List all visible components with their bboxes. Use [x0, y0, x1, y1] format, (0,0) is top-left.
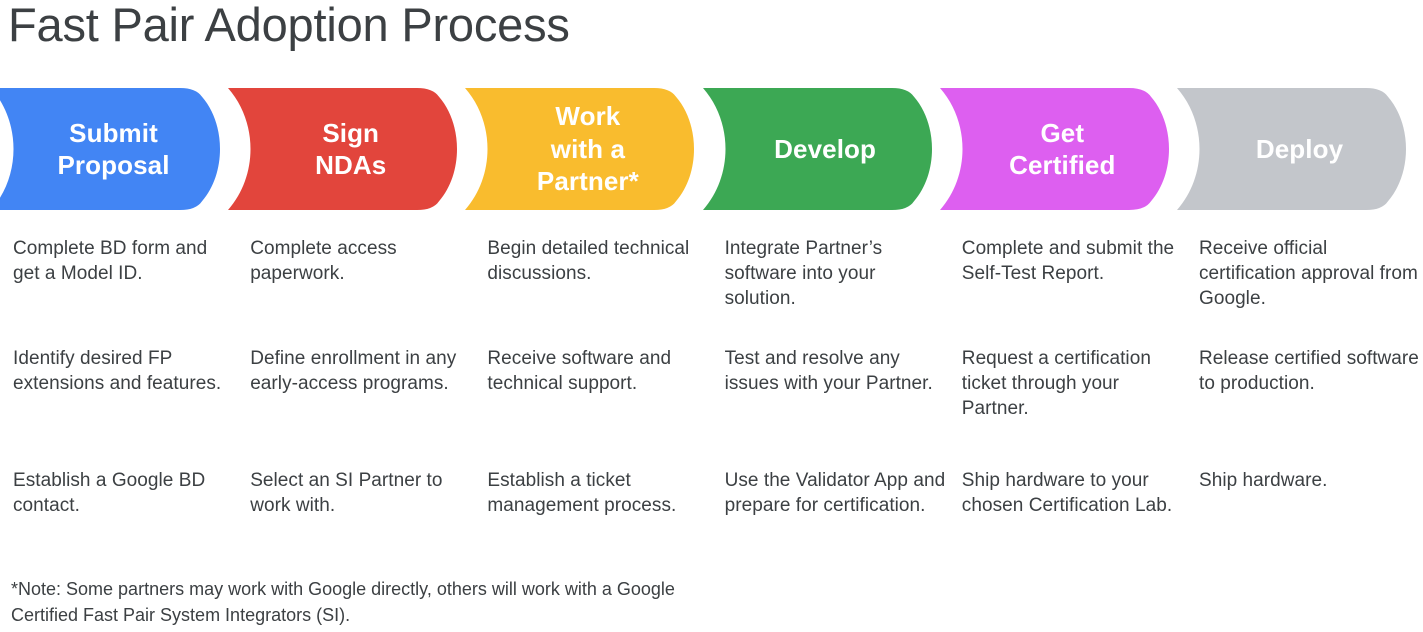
- stage-bullet: Define enrollment in any early-access pr…: [250, 348, 457, 394]
- stage-bullet: Begin detailed technical discussions.: [487, 238, 690, 284]
- stage-bullet: Ship hardware to your chosen Certificati…: [961, 470, 1173, 516]
- stage-bullet: Establish a ticket management process.: [487, 470, 677, 516]
- footnote: *Note: Some partners may work with Googl…: [11, 579, 675, 625]
- stage-bullet: Use the Validator App and prepare for ce…: [724, 470, 946, 516]
- stage-label-deploy: Deploy: [1255, 133, 1344, 164]
- chevron-shape: [939, 88, 1169, 210]
- stage-bullet: Establish a Google BD contact.: [13, 470, 206, 516]
- stage-label-get-certified: Get Certified: [1009, 117, 1116, 181]
- stage-bullet: Identify desired FP extensions and featu…: [13, 348, 222, 394]
- stage-label-sign-ndas: Sign NDAs: [315, 117, 387, 181]
- chevron-shape: [1177, 88, 1406, 210]
- stage-chevron-work-with-a-partner[interactable]: Work with a Partner*: [465, 88, 696, 210]
- stage-bullet: Receive official certification approval …: [1199, 238, 1418, 309]
- process-stage-band: Submit Proposal Sign NDAs Work with a Part…: [0, 88, 1423, 210]
- page-title: Fast Pair Adoption Process: [8, 0, 570, 51]
- stage-bullet: Integrate Partner’s software into your s…: [724, 238, 883, 309]
- stage-chevron-develop[interactable]: Develop: [702, 88, 934, 210]
- chevron-shape: [228, 88, 458, 210]
- stage-bullet: Test and resolve any issues with your Pa…: [724, 348, 933, 394]
- chevron-shape: [0, 88, 220, 210]
- stage-bullet: Select an SI Partner to work with.: [250, 470, 443, 516]
- stage-chevron-submit-proposal[interactable]: Submit Proposal: [0, 88, 222, 210]
- stage-bullet: Receive software and technical support.: [487, 348, 672, 394]
- stage-chevron-deploy[interactable]: Deploy: [1177, 88, 1408, 210]
- stage-bullet: Complete access paperwork.: [250, 238, 397, 284]
- stage-chevron-sign-ndas[interactable]: Sign NDAs: [228, 88, 459, 210]
- chevron-shape: [702, 88, 932, 210]
- stage-bullet: Complete and submit the Self-Test Report…: [961, 238, 1175, 284]
- stage-label-develop: Develop: [774, 133, 877, 164]
- stage-bullet: Request a certification ticket through y…: [961, 348, 1151, 419]
- stage-bullet: Complete BD form and get a Model ID.: [13, 238, 208, 284]
- stage-label-work-with-a-partner: Work with a Partner*: [536, 101, 639, 197]
- chevron-shape: [465, 88, 695, 210]
- stage-chevron-get-certified[interactable]: Get Certified: [939, 88, 1171, 210]
- stage-label-submit-proposal: Submit Proposal: [57, 117, 170, 181]
- stage-bullet: Ship hardware.: [1199, 470, 1328, 491]
- stage-details-columns: Complete BD form and get a Model ID. Iden…: [0, 236, 1423, 556]
- stage-bullet: Release certified software to production…: [1199, 348, 1419, 394]
